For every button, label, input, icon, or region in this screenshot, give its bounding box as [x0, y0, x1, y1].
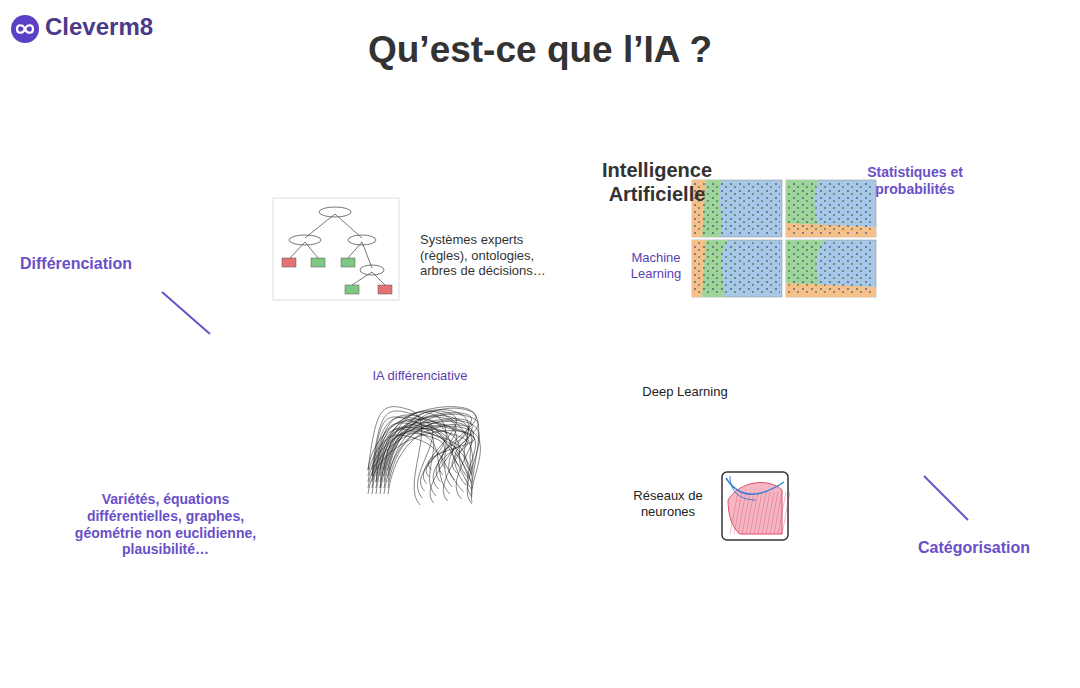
title: Qu’est-ce que l’IA ? — [0, 28, 1080, 72]
flow-lines-picture — [358, 390, 480, 512]
decision-tree-picture — [273, 198, 399, 300]
region-title: Intelligence Artificielle — [577, 158, 737, 206]
logo-text: Cleverm8 — [45, 13, 153, 42]
category-label: Catégorisation — [918, 538, 1030, 557]
region-text: Statistiques et probabilités — [849, 164, 981, 198]
neural-network-picture — [722, 472, 790, 540]
category-label: Différenciation — [20, 254, 132, 273]
differentiation-ellipse: IA différenciativeVariétés, équations di… — [25, 315, 645, 640]
region-text: Variétés, équations différentielles, gra… — [63, 491, 268, 558]
ellipse — [570, 312, 946, 604]
ellipse-outline — [25, 315, 645, 640]
ellipse — [594, 319, 776, 467]
ellipse-outline — [568, 310, 948, 606]
ellipse — [492, 13, 1079, 662]
ml-ellipse: Machine Learning Statistiques et probabil… — [565, 78, 1005, 598]
leader-line — [924, 476, 968, 520]
region-text: Systèmes experts (règles), ontologies, a… — [420, 232, 570, 279]
neural-network-ellipse: Réseaux de neurones Deep Learning — [568, 310, 948, 606]
classifier-plots-picture — [690, 178, 880, 299]
region-title: Deep Learning — [615, 384, 755, 400]
logo-icon — [11, 15, 39, 43]
region-title: Machine Learning — [615, 250, 697, 281]
ellipse-outline — [565, 78, 1005, 598]
leader-line — [162, 292, 210, 334]
region-title: IA différenciative — [355, 368, 485, 384]
ellipse — [15, 285, 655, 669]
deep-learning-ellipse: Deep Learning — [593, 318, 777, 468]
region-title: Réseaux de neurones — [623, 488, 713, 519]
